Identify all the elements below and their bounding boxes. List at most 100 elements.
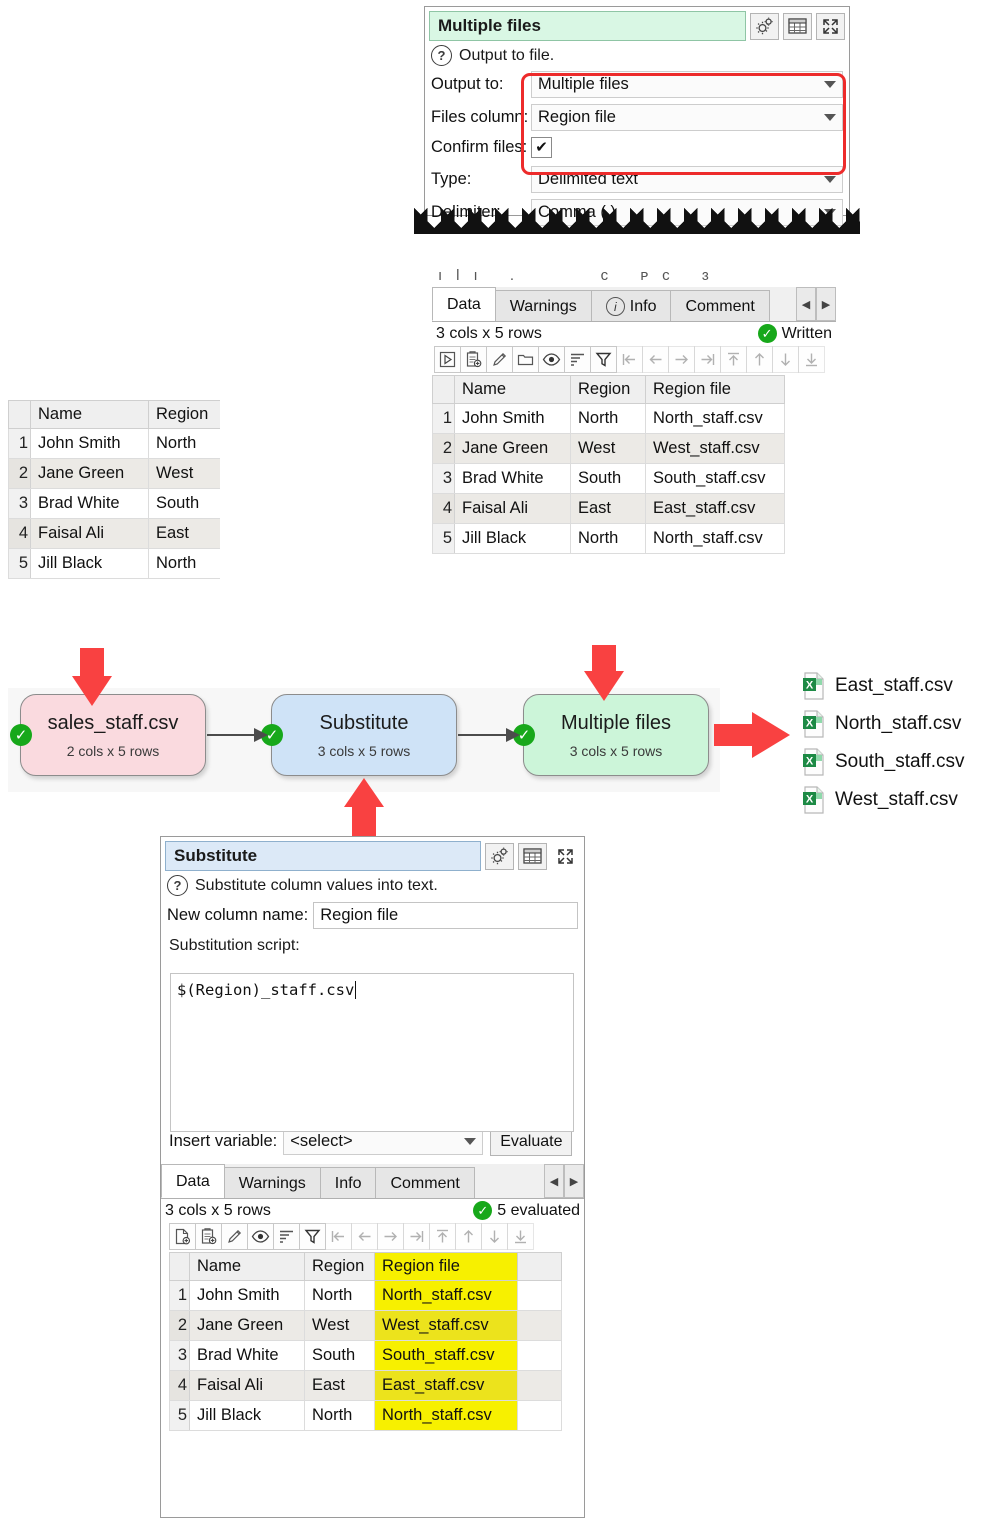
cell-name[interactable]: Brad White [454, 463, 571, 494]
list-item[interactable]: X North_staff.csv [802, 710, 965, 738]
output-to-dropdown[interactable]: Multiple files [531, 71, 843, 98]
cell-name[interactable]: Faisal Ali [454, 493, 571, 524]
first-col-icon[interactable] [616, 346, 643, 373]
tab-scroll-left-button[interactable]: ◀ [544, 1164, 564, 1198]
cell-region-file[interactable]: South_staff.csv [645, 463, 785, 494]
help-icon[interactable]: ? [167, 875, 188, 896]
cell-region[interactable]: West [570, 433, 646, 464]
cell-name[interactable]: Faisal Ali [30, 518, 149, 549]
cell-name[interactable]: Faisal Ali [189, 1370, 305, 1401]
col-header-name[interactable]: Name [454, 375, 571, 404]
eye-icon[interactable] [538, 346, 565, 373]
filter-icon[interactable] [299, 1223, 326, 1250]
next-col-icon[interactable] [668, 346, 695, 373]
cell-region[interactable]: East [304, 1370, 375, 1401]
files-column-dropdown[interactable]: Region file [531, 104, 843, 131]
table-row[interactable]: 4 Faisal Ali East East_staff.csv [169, 1370, 562, 1401]
new-file-icon[interactable] [169, 1223, 196, 1250]
col-header-region[interactable]: Region [570, 375, 646, 404]
first-col-icon[interactable] [325, 1223, 352, 1250]
table-row[interactable]: 5 Jill Black North [8, 548, 220, 579]
cell-name[interactable]: John Smith [30, 428, 149, 459]
edit-icon[interactable] [221, 1223, 248, 1250]
flow-node-substitute[interactable]: ✓ Substitute 3 cols x 5 rows [261, 694, 457, 776]
table-icon[interactable] [518, 842, 547, 870]
cell-region[interactable]: North [304, 1280, 375, 1311]
expand-icon[interactable] [551, 843, 580, 870]
cell-region-file[interactable]: South_staff.csv [374, 1340, 518, 1371]
tab-comment[interactable]: Comment [670, 290, 770, 321]
cell-region[interactable]: North [304, 1400, 375, 1431]
tab-scroll-right-button[interactable]: ▶ [564, 1164, 584, 1198]
table-row[interactable]: 1 John Smith North [8, 428, 220, 459]
tab-data[interactable]: Data [432, 287, 496, 321]
last-row-icon[interactable] [798, 346, 825, 373]
insert-variable-dropdown[interactable]: <select> [283, 1128, 484, 1155]
next-row-icon[interactable] [772, 346, 799, 373]
sort-icon[interactable] [273, 1223, 300, 1250]
table-row[interactable]: 3 Brad White South South_staff.csv [432, 463, 785, 494]
cell-region[interactable]: East [570, 493, 646, 524]
next-col-icon[interactable] [377, 1223, 404, 1250]
cell-name[interactable]: Jill Black [454, 523, 571, 554]
cell-region-file[interactable]: North_staff.csv [374, 1280, 518, 1311]
table-row[interactable]: 2 Jane Green West West_staff.csv [432, 433, 785, 464]
list-item[interactable]: X South_staff.csv [802, 748, 965, 776]
flow-node-multiple-files[interactable]: ✓ Multiple files 3 cols x 5 rows [513, 694, 709, 776]
folder-icon[interactable] [512, 346, 539, 373]
last-col-icon[interactable] [694, 346, 721, 373]
help-icon[interactable]: ? [431, 45, 452, 66]
cell-region[interactable]: West [304, 1310, 375, 1341]
cell-name[interactable]: John Smith [189, 1280, 305, 1311]
table-row[interactable]: 4 Faisal Ali East East_staff.csv [432, 493, 785, 524]
cell-region[interactable]: South [570, 463, 646, 494]
prev-col-icon[interactable] [351, 1223, 378, 1250]
confirm-files-checkbox[interactable]: ✔ [531, 137, 552, 158]
paste-icon[interactable] [195, 1223, 222, 1250]
col-header-region[interactable]: Region [304, 1252, 375, 1281]
cell-name[interactable]: Jane Green [454, 433, 571, 464]
expand-icon[interactable] [816, 12, 845, 40]
table-row[interactable]: 1 John Smith North North_staff.csv [169, 1280, 562, 1311]
tab-warnings[interactable]: Warnings [494, 290, 592, 321]
cell-region[interactable]: West [148, 458, 220, 489]
next-row-icon[interactable] [481, 1223, 508, 1250]
prev-row-icon[interactable] [455, 1223, 482, 1250]
first-row-icon[interactable] [429, 1223, 456, 1250]
cell-region[interactable]: North [148, 428, 220, 459]
table-icon[interactable] [783, 12, 812, 40]
table-row[interactable]: 3 Brad White South South_staff.csv [169, 1340, 562, 1371]
panel-title-input[interactable]: Multiple files [429, 11, 746, 41]
col-header-region[interactable]: Region [148, 400, 220, 429]
sort-icon[interactable] [564, 346, 591, 373]
run-icon[interactable] [434, 346, 461, 373]
cell-region[interactable]: North [570, 523, 646, 554]
list-item[interactable]: X East_staff.csv [802, 672, 965, 700]
cell-name[interactable]: Jill Black [30, 548, 149, 579]
last-col-icon[interactable] [403, 1223, 430, 1250]
col-header-name[interactable]: Name [189, 1252, 305, 1281]
col-header-region-file[interactable]: Region file [645, 375, 785, 404]
cell-region[interactable]: North [570, 403, 646, 434]
cell-region[interactable]: North [148, 548, 220, 579]
type-dropdown[interactable]: Delimited text [531, 166, 843, 193]
substitute-title-input[interactable]: Substitute [165, 841, 481, 871]
tab-comment[interactable]: Comment [375, 1167, 475, 1198]
cell-region-file[interactable]: North_staff.csv [645, 523, 785, 554]
cell-name[interactable]: Brad White [30, 488, 149, 519]
flow-node-sales-staff[interactable]: ✓ sales_staff.csv 2 cols x 5 rows [10, 694, 206, 776]
tab-warnings[interactable]: Warnings [223, 1167, 321, 1198]
cell-region[interactable]: East [148, 518, 220, 549]
col-header-region-file[interactable]: Region file [374, 1252, 518, 1281]
cell-region-file[interactable]: West_staff.csv [645, 433, 785, 464]
eye-icon[interactable] [247, 1223, 274, 1250]
paste-icon[interactable] [460, 346, 487, 373]
list-item[interactable]: X West_staff.csv [802, 786, 965, 814]
first-row-icon[interactable] [720, 346, 747, 373]
edit-icon[interactable] [486, 346, 513, 373]
table-row[interactable]: 2 Jane Green West West_staff.csv [169, 1310, 562, 1341]
table-row[interactable]: 5 Jill Black North North_staff.csv [432, 523, 785, 554]
table-row[interactable]: 3 Brad White South [8, 488, 220, 519]
cell-region-file[interactable]: West_staff.csv [374, 1310, 518, 1341]
prev-row-icon[interactable] [746, 346, 773, 373]
